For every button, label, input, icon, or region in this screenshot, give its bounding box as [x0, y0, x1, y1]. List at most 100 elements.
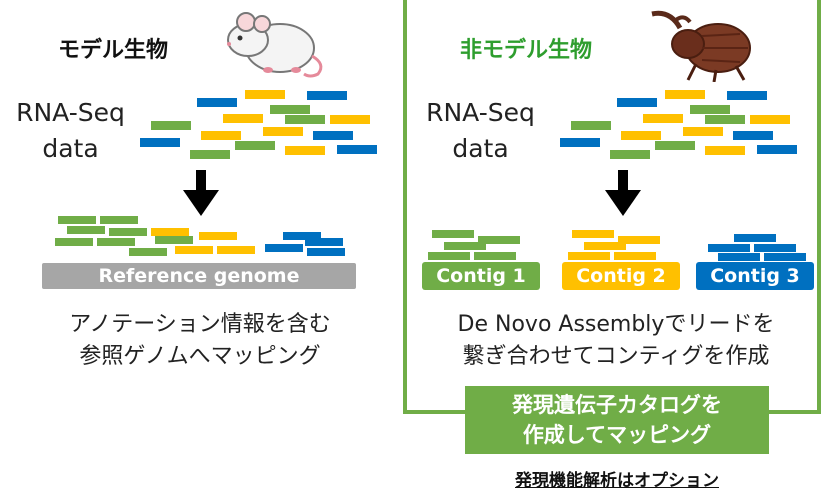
read: [307, 248, 345, 256]
read: [270, 105, 310, 114]
read: [151, 228, 189, 236]
read: [109, 228, 147, 236]
read: [568, 252, 610, 260]
read: [155, 236, 193, 244]
contig-1-label: Contig 1: [422, 262, 540, 290]
read: [175, 246, 213, 254]
right-caption: De Novo Assemblyでリードを 繋ぎ合わせてコンティグを作成: [418, 309, 814, 373]
right-reads: [560, 90, 797, 159]
read: [245, 90, 285, 99]
contig-1-reads: [428, 230, 520, 260]
read: [428, 252, 470, 260]
left-rnaseq-line2: data: [42, 134, 99, 163]
beetle-icon: [651, 10, 751, 82]
read: [67, 226, 105, 234]
read: [263, 127, 303, 136]
read: [584, 242, 626, 250]
read: [571, 121, 611, 130]
left-rnaseq-line1: RNA-Seq: [16, 98, 125, 127]
right-rnaseq-line1: RNA-Seq: [426, 98, 535, 127]
left-caption: アノテーション情報を含む 参照ゲノムへマッピング: [45, 309, 355, 373]
read: [223, 114, 263, 123]
panel-bottom-border: [403, 410, 465, 414]
read: [764, 253, 806, 261]
read: [285, 146, 325, 155]
read: [129, 248, 167, 256]
read: [283, 232, 321, 240]
read: [754, 244, 796, 252]
down-arrow-icon: [183, 170, 219, 216]
read: [621, 131, 661, 140]
panel-right-border: [817, 0, 821, 414]
read: [337, 145, 377, 154]
read: [330, 115, 370, 124]
reference-genome-bar: Reference genome: [42, 263, 356, 289]
read: [285, 115, 325, 124]
read: [100, 216, 138, 224]
catalog-callout: 発現遺伝子カタログを 作成してマッピング: [465, 386, 769, 454]
read: [683, 127, 723, 136]
down-arrow-icon: [605, 170, 641, 216]
left-rnaseq-label: RNA-Seq data: [8, 95, 133, 167]
panel-bottom-border-right: [769, 410, 821, 414]
read: [750, 115, 790, 124]
read: [307, 91, 347, 100]
right-rnaseq-line2: data: [452, 134, 509, 163]
model-organism-title: モデル生物: [58, 38, 169, 63]
read: [655, 141, 695, 150]
read: [618, 236, 660, 244]
read: [718, 253, 760, 261]
read: [151, 121, 191, 130]
read: [217, 246, 255, 254]
left-reads: [140, 90, 377, 159]
callout-line1: 発現遺伝子カタログを: [512, 393, 722, 417]
read: [478, 236, 520, 244]
read: [58, 216, 96, 224]
read: [705, 146, 745, 155]
read: [665, 90, 705, 99]
mouse-icon: [227, 12, 323, 78]
read: [560, 138, 600, 147]
read: [305, 238, 343, 246]
left-caption-line1: アノテーション情報を含む: [69, 312, 331, 337]
right-caption-line1: De Novo Assemblyでリードを: [457, 312, 775, 337]
read: [610, 150, 650, 159]
contig-3-reads: [708, 234, 806, 261]
read: [572, 230, 614, 238]
read: [265, 244, 303, 252]
contig-2-reads: [568, 230, 660, 260]
read: [140, 138, 180, 147]
read: [690, 105, 730, 114]
read: [614, 252, 656, 260]
read: [97, 238, 135, 246]
read: [617, 98, 657, 107]
read: [201, 131, 241, 140]
read: [757, 145, 797, 154]
read: [708, 244, 750, 252]
read: [727, 91, 767, 100]
panel-divider: [403, 0, 407, 414]
read: [199, 232, 237, 240]
callout-line2: 作成してマッピング: [522, 423, 712, 447]
read: [705, 115, 745, 124]
right-caption-line2: 繋ぎ合わせてコンティグを作成: [462, 344, 770, 369]
contig-3-label: Contig 3: [696, 262, 814, 290]
read: [733, 131, 773, 140]
read: [474, 252, 516, 260]
read: [734, 234, 776, 242]
read: [235, 141, 275, 150]
left-aligned-reads: [55, 216, 345, 256]
left-caption-line2: 参照ゲノムへマッピング: [79, 344, 321, 369]
read: [643, 114, 683, 123]
contig-2-label: Contig 2: [562, 262, 680, 290]
read: [444, 242, 486, 250]
read: [432, 230, 474, 238]
read: [197, 98, 237, 107]
read: [190, 150, 230, 159]
read: [55, 238, 93, 246]
optional-analysis-note: 発現機能解析はオプション: [515, 471, 719, 491]
non-model-organism-title: 非モデル生物: [460, 38, 593, 63]
read: [313, 131, 353, 140]
right-rnaseq-label: RNA-Seq data: [418, 95, 543, 167]
